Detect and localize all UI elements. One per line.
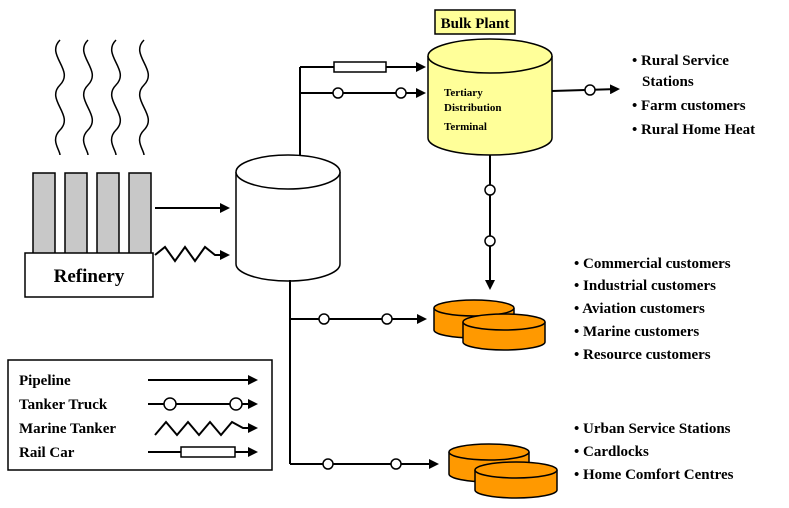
legend-rail-label: Rail Car	[19, 445, 75, 461]
rural-item-3: • Rural Home Heat	[632, 122, 755, 138]
bulk-plant-title: Bulk Plant	[441, 16, 510, 32]
terminal-label-line1: Tertiary	[444, 87, 483, 99]
truck-route-to-rural	[551, 84, 620, 96]
truck-route-to-urban	[290, 458, 439, 470]
rural-customer-list: • Rural Service Stations • Farm customer…	[632, 53, 755, 138]
refinery-label: Refinery	[54, 266, 125, 287]
commercial-item-1: • Commercial customers	[574, 256, 731, 272]
commercial-storage-tanks	[433, 299, 546, 351]
legend: Pipeline Tanker Truck Marine Tanker Rail…	[7, 359, 273, 471]
truck-route-to-commercial	[484, 155, 496, 290]
commercial-item-2: • Industrial customers	[574, 278, 716, 294]
central-storage-tank	[235, 154, 341, 282]
refinery: Refinery	[24, 252, 154, 298]
terminal-label-line3: Terminal	[444, 121, 487, 133]
commercial-item-4: • Marine customers	[574, 324, 699, 340]
terminal-label-line2: Distribution	[444, 102, 501, 114]
smoke-plumes	[54, 39, 150, 156]
rural-item-1-cont: Stations	[642, 74, 694, 90]
legend-truck-label: Tanker Truck	[19, 397, 108, 413]
rural-item-1: • Rural Service	[632, 53, 729, 69]
bulk-plant-tank: Tertiary Distribution Terminal	[427, 38, 553, 156]
legend-marine-symbol	[154, 420, 258, 437]
commercial-customer-list: • Commercial customers • Industrial cust…	[574, 256, 731, 363]
legend-pipeline-label: Pipeline	[19, 373, 71, 389]
bulk-plant-title-box: Bulk Plant	[434, 9, 516, 35]
urban-customer-list: • Urban Service Stations • Cardlocks • H…	[574, 421, 734, 483]
urban-item-3: • Home Comfort Centres	[574, 467, 734, 483]
truck-route-central-to-commercial	[290, 313, 427, 325]
rail-route-to-bulk-plant	[299, 61, 426, 155]
refinery-stacks	[32, 172, 152, 256]
legend-marine-label: Marine Tanker	[19, 421, 116, 437]
refinery-marine-arrow	[154, 245, 230, 263]
legend-truck-symbol	[148, 397, 258, 411]
commercial-item-5: • Resource customers	[574, 347, 711, 363]
rural-item-2: • Farm customers	[632, 98, 746, 114]
urban-item-2: • Cardlocks	[574, 444, 649, 460]
commercial-item-3: • Aviation customers	[574, 301, 705, 317]
urban-storage-tanks	[448, 443, 558, 499]
urban-item-1: • Urban Service Stations	[574, 421, 731, 437]
truck-route-to-bulk-plant	[300, 87, 426, 99]
legend-rail-symbol	[148, 446, 258, 458]
